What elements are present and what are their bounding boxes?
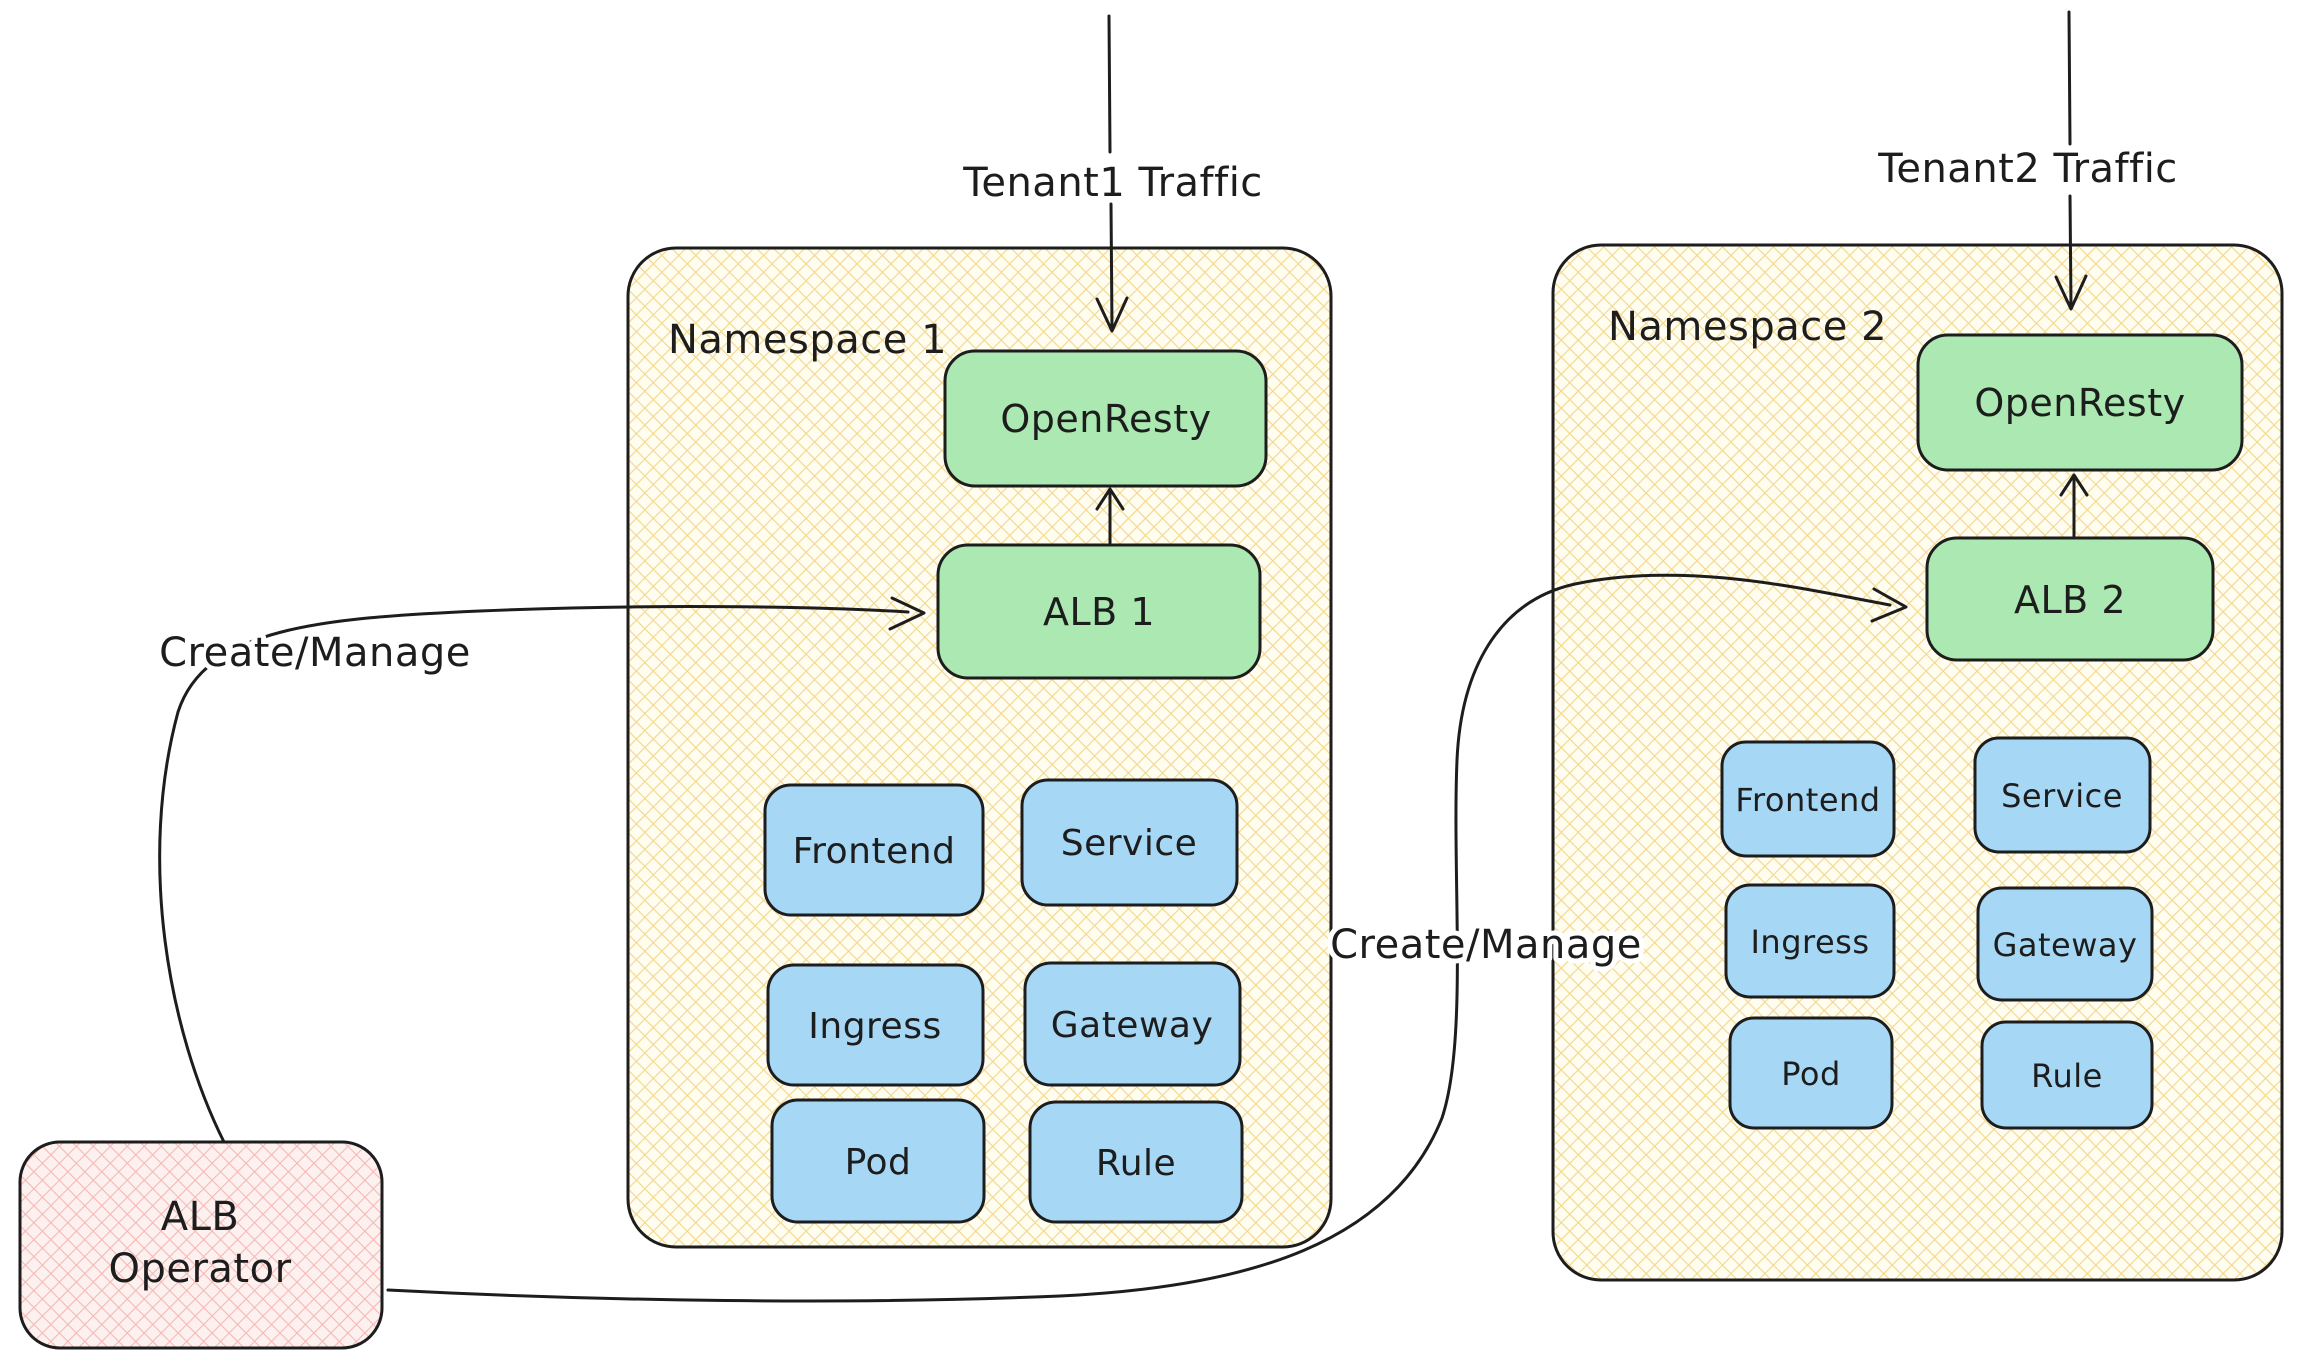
ns1-resource-frontend-label: Frontend: [793, 831, 956, 872]
ns2-resource-rule-label: Rule: [2031, 1057, 2103, 1095]
alb-operator-group: ALB Operator: [18, 1140, 384, 1350]
ns2-resource-frontend-label: Frontend: [1735, 781, 1880, 819]
ns1-resource-rule-label: Rule: [1096, 1143, 1176, 1184]
ns1-resource-pod-label: Pod: [845, 1142, 912, 1183]
tenant2-traffic-line-bottom: [2068, 194, 2073, 308]
alb-operator-label-line1: ALB: [161, 1194, 240, 1240]
ns1-resource-frontend-box: [763, 783, 985, 917]
ns2-resource-service-box: [1973, 736, 2152, 854]
ns2-resource-service-label: Service: [2001, 777, 2123, 815]
ns1-resource-gateway-box: [1023, 961, 1242, 1087]
ns1-resource-ingress-label: Ingress: [808, 1006, 941, 1047]
ns2-resource-gateway-box: [1976, 886, 2154, 1002]
ns1-resource-service-box: [1020, 778, 1239, 907]
create-manage-arrowhead-right: [1870, 587, 1908, 623]
ns1-alb-label: ALB 1: [1043, 590, 1155, 634]
ns2-alb-box: [1925, 536, 2215, 662]
ns1-resource-ingress-box: [766, 963, 985, 1087]
tenant1-traffic-line-bottom: [1109, 202, 1114, 330]
tenant2-traffic-line-top: [2067, 10, 2072, 146]
ns1-resource-pod-box: [770, 1098, 986, 1224]
ns2-resource-ingress-label: Ingress: [1750, 923, 1869, 961]
create-manage-label-right: Create/Manage: [1330, 922, 1642, 968]
ns2-alb-to-openresty-arrowhead: [2059, 473, 2089, 497]
create-manage-right-group: Create/Manage: [386, 573, 1908, 1303]
ns2-resource-pod-box: [1728, 1016, 1894, 1130]
ns2-resource-gateway-label: Gateway: [1993, 926, 2138, 964]
ns1-resource-rule-box: [1028, 1100, 1244, 1224]
ns2-alb-label: ALB 2: [2014, 578, 2126, 622]
ns1-resource-service-label: Service: [1061, 823, 1198, 864]
ns2-resource-rule-box: [1980, 1020, 2154, 1130]
namespace-2-title: Namespace 2: [1608, 304, 1887, 350]
tenant2-traffic-arrowhead: [2054, 274, 2088, 311]
namespace-1-title: Namespace 1: [668, 317, 947, 363]
ns1-openresty-box: [943, 349, 1268, 488]
create-manage-arrowhead-left: [888, 596, 926, 631]
ns2-resource-frontend-box: [1720, 740, 1896, 858]
ns1-alb-box: [936, 543, 1262, 680]
tenant2-traffic-group: Tenant2 Traffic: [1872, 10, 2182, 311]
tenant1-traffic-line-top: [1107, 14, 1112, 154]
ns2-resource-pod-label: Pod: [1781, 1055, 1841, 1093]
alb-operator-label-line2: Operator: [108, 1246, 291, 1292]
tenant1-traffic-label: Tenant1 Traffic: [962, 160, 1263, 206]
namespace-2-group: Namespace 2 OpenResty ALB 2 Frontend Ser…: [1551, 243, 2284, 1282]
create-manage-left-group: Create/Manage: [154, 596, 926, 1144]
ns2-openresty-box: [1916, 333, 2244, 472]
tenant1-traffic-group: Tenant1 Traffic: [957, 14, 1267, 333]
alb-operator-box: [18, 1140, 384, 1350]
ns1-alb-to-openresty-arrowhead: [1095, 487, 1125, 511]
ns1-openresty-label: OpenResty: [1000, 397, 1211, 441]
create-manage-arrow-right: [386, 573, 1892, 1303]
create-manage-label-left: Create/Manage: [159, 630, 471, 676]
ns1-resource-gateway-label: Gateway: [1051, 1005, 1214, 1046]
ns2-resource-ingress-box: [1724, 883, 1896, 999]
ns2-openresty-label: OpenResty: [1974, 381, 2185, 425]
create-manage-arrow-left: [158, 605, 910, 1144]
tenant2-traffic-label: Tenant2 Traffic: [1877, 146, 2178, 192]
tenant1-traffic-arrowhead: [1095, 296, 1129, 333]
namespace-1-group: Namespace 1 OpenResty ALB 1 Frontend Ser…: [626, 246, 1333, 1249]
